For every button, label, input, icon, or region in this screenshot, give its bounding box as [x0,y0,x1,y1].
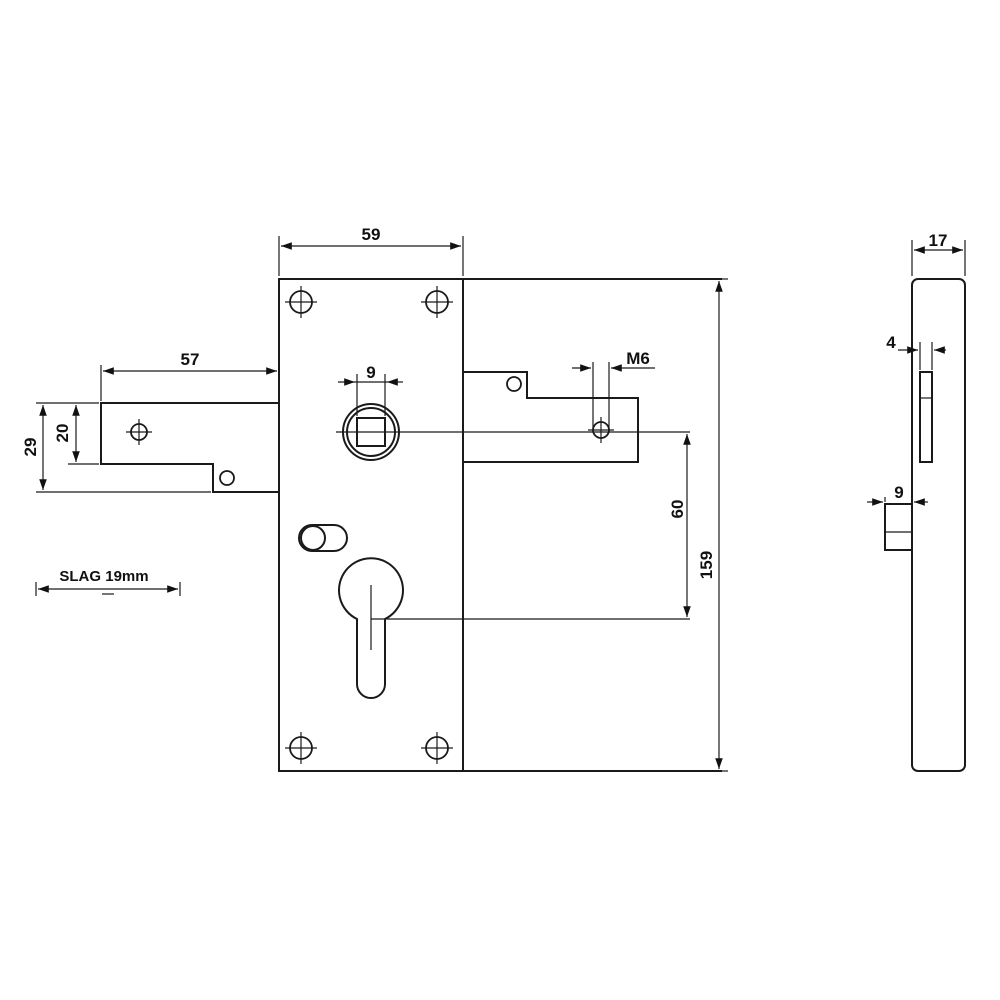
dimension-square: 9 [338,363,403,416]
dimension-height-29: 29 [21,402,211,493]
dim-label-4: 4 [886,333,896,352]
note-slag: SLAG 19mm [59,568,148,585]
dim-label-60: 60 [668,500,687,519]
dimension-backset: 57 [100,350,280,401]
stroke-note: SLAG 19mm [35,568,181,596]
bolt-slot [298,524,348,552]
cylinder-hole [338,557,690,699]
side-view [884,278,966,772]
follower [336,403,690,461]
dimension-plate: 4 [886,333,946,370]
dim-label-17: 17 [929,231,948,250]
dim-label-square-9: 9 [366,363,375,382]
dimension-thread: M6 [572,349,655,428]
dim-label-57: 57 [181,350,200,369]
dimension-case-height: 159 [697,278,728,772]
dim-label-29: 29 [21,438,40,457]
dimension-center-distance: 60 [668,434,691,617]
screw-hole [285,286,317,318]
screw-hole [421,732,453,764]
dim-label-bolt-9: 9 [894,483,903,502]
dim-label-159: 159 [697,551,716,579]
dim-label-59: 59 [362,225,381,244]
dimension-case-width: 59 [278,225,464,276]
tail-arm [463,371,639,463]
dimension-height-20: 20 [53,405,99,465]
dim-label-m6: M6 [626,349,650,368]
dimension-depth: 17 [911,231,966,276]
back-plate [463,278,722,772]
screw-hole [285,732,317,764]
dimension-bolt: 9 [867,483,928,506]
screw-hole [421,286,453,318]
dim-label-20: 20 [53,424,72,443]
latch-arm [100,402,279,493]
